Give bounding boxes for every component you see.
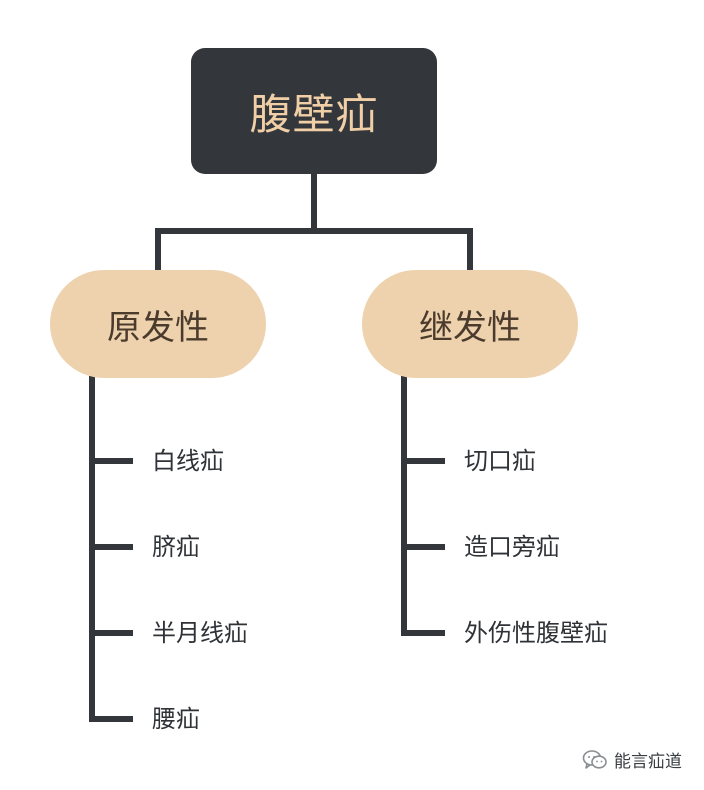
leaf-item: 脐疝 (152, 533, 200, 561)
wechat-icon (582, 749, 608, 771)
category-node-primary: 原发性 (50, 270, 266, 378)
leaf-item: 造口旁疝 (464, 533, 560, 561)
category-label: 继发性 (419, 307, 521, 348)
connector-right-drop (467, 228, 473, 272)
connector-left-tick-3 (89, 630, 133, 636)
connector-left-tick-4 (89, 716, 133, 722)
leaf-item: 切口疝 (464, 447, 536, 475)
connector-left-tick-2 (89, 544, 133, 550)
connector-root-stem (311, 174, 317, 234)
leaf-item: 半月线疝 (152, 619, 248, 647)
watermark-text: 能言疝道 (614, 752, 682, 772)
root-node-label: 腹壁疝 (249, 89, 379, 139)
category-node-secondary: 继发性 (362, 270, 578, 378)
connector-right-tick-2 (401, 544, 445, 550)
connector-left-drop (155, 228, 161, 272)
root-node: 腹壁疝 (191, 48, 437, 174)
leaf-item: 白线疝 (152, 447, 224, 475)
leaf-item: 外伤性腹壁疝 (464, 619, 608, 647)
category-label: 原发性 (107, 307, 209, 348)
connector-right-tick-3 (401, 630, 445, 636)
watermark: 能言疝道 (582, 747, 682, 772)
leaf-item: 腰疝 (152, 705, 200, 733)
connector-root-bar (155, 228, 473, 234)
connector-right-tick-1 (401, 458, 445, 464)
connector-right-spine (401, 376, 407, 636)
connector-left-tick-1 (89, 458, 133, 464)
